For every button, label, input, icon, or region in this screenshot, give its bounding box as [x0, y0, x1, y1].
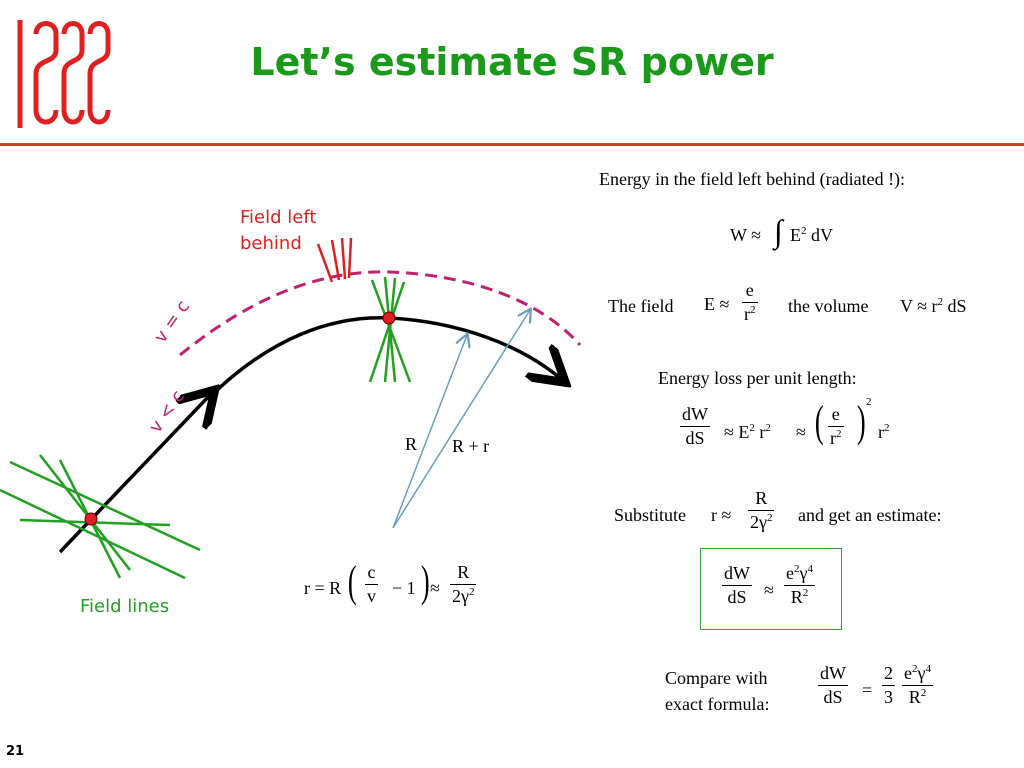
charge-upper: [382, 311, 396, 325]
compare-text-line2: exact formula:: [665, 694, 770, 714]
slide-title: Let’s estimate SR power: [250, 40, 774, 84]
the-field-text: The field: [608, 296, 674, 316]
radius-R-vector: [392, 335, 467, 529]
substitute-text: Substitute: [614, 505, 687, 525]
logo: [12, 14, 112, 139]
and-get-text: and get an estimate:: [798, 505, 942, 525]
charge-lower: [84, 512, 98, 526]
field-diagram: [0, 237, 582, 580]
field-lines-upper: [368, 276, 412, 383]
field-lines-lower: [0, 454, 201, 580]
light-front-arc: [179, 270, 582, 357]
title-divider: [0, 143, 1024, 146]
slide-number: 21: [6, 744, 25, 759]
field-left-behind-lines: [316, 237, 353, 283]
particle-trajectory: [58, 395, 210, 554]
energy-intro-text: Energy in the field left behind (radiate…: [599, 169, 906, 189]
label-behind: behind: [240, 233, 302, 254]
radius-R-plus-r-vector: [392, 310, 530, 529]
formula-volume: V ≈ r2 dS: [900, 296, 967, 316]
compare-text-line1: Compare with: [665, 668, 768, 688]
the-volume-text: the volume: [788, 296, 869, 316]
label-R: R: [405, 434, 418, 454]
label-field-left: Field left: [240, 207, 317, 228]
result-estimate-box: [700, 548, 842, 630]
label-R-plus-r: R + r: [452, 436, 490, 456]
label-field-lines: Field lines: [80, 596, 170, 617]
logo-graphic: [17, 20, 111, 128]
energy-loss-text: Energy loss per unit length:: [658, 368, 857, 388]
